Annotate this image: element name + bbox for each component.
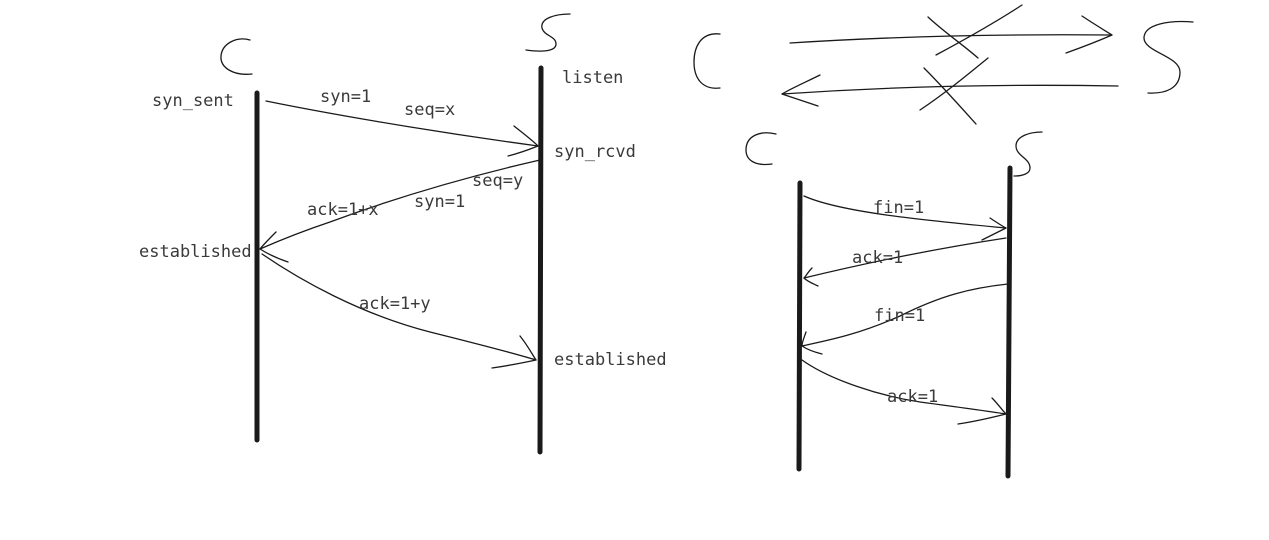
ack-arrowhead <box>491 335 537 369</box>
msg-seq-y: seq=y <box>472 171 523 191</box>
teardown-server-lifeline <box>1005 165 1013 479</box>
state-client-established: established <box>139 242 252 262</box>
syn-arrowhead <box>507 125 539 157</box>
crossed-lower-x-a <box>923 67 977 125</box>
msg-fin-server: fin=1 <box>874 306 925 326</box>
state-server-established: established <box>554 350 667 370</box>
state-listen: listen <box>562 68 623 88</box>
crossed-upper-x-a <box>927 16 979 59</box>
handshake-diagram: syn_sent listen syn_rcvd established est… <box>139 13 667 455</box>
teardown-client-letter <box>745 132 777 166</box>
teardown-server-letter <box>1013 131 1043 177</box>
teardown-client-lifeline <box>796 180 803 472</box>
crossed-upper-x-b <box>935 4 1023 56</box>
crossed-sketch <box>693 4 1194 125</box>
msg-syn-reply: syn=1 <box>414 192 465 212</box>
fin-client-arrow <box>803 195 1007 229</box>
ack-server-arrowhead <box>803 267 819 287</box>
msg-syn: syn=1 <box>320 87 371 107</box>
fin-client-arrowhead <box>981 217 1007 241</box>
msg-fin-client: fin=1 <box>873 198 924 218</box>
server-lifeline <box>537 65 544 455</box>
state-syn-sent: syn_sent <box>152 91 234 111</box>
msg-ack-1y: ack=1+y <box>359 294 431 314</box>
handshake-server-letter <box>525 13 571 52</box>
ack-server-arrow <box>803 237 1007 279</box>
crossed-upper-arrowhead <box>1065 15 1113 54</box>
msg-seq-x: seq=x <box>404 100 455 120</box>
fin-server-arrowhead <box>801 331 823 355</box>
crossed-lower-x-b <box>919 57 989 111</box>
ack-client-arrowhead <box>957 397 1007 425</box>
state-syn-rcvd: syn_rcvd <box>554 142 636 162</box>
handshake-client-letter <box>220 38 253 75</box>
msg-ack-1x: ack=1+x <box>307 200 379 220</box>
syn-ack-arrowhead <box>259 231 289 263</box>
ack-client-arrow <box>801 359 1007 415</box>
teardown-diagram: fin=1 ack=1 fin=1 ack=1 <box>745 131 1043 479</box>
crossed-lower-arrowhead <box>781 74 821 107</box>
crossed-lower-arrow <box>781 84 1119 95</box>
ack-arrow <box>261 253 537 361</box>
crossed-server-letter <box>1143 20 1194 94</box>
msg-ack-server: ack=1 <box>852 248 903 268</box>
msg-ack-client: ack=1 <box>887 387 938 407</box>
crossed-client-letter <box>693 33 721 89</box>
syn-ack-arrow <box>259 159 541 250</box>
syn-arrow <box>265 100 539 147</box>
crossed-upper-arrow <box>789 34 1113 44</box>
fin-server-arrow <box>801 283 1009 347</box>
